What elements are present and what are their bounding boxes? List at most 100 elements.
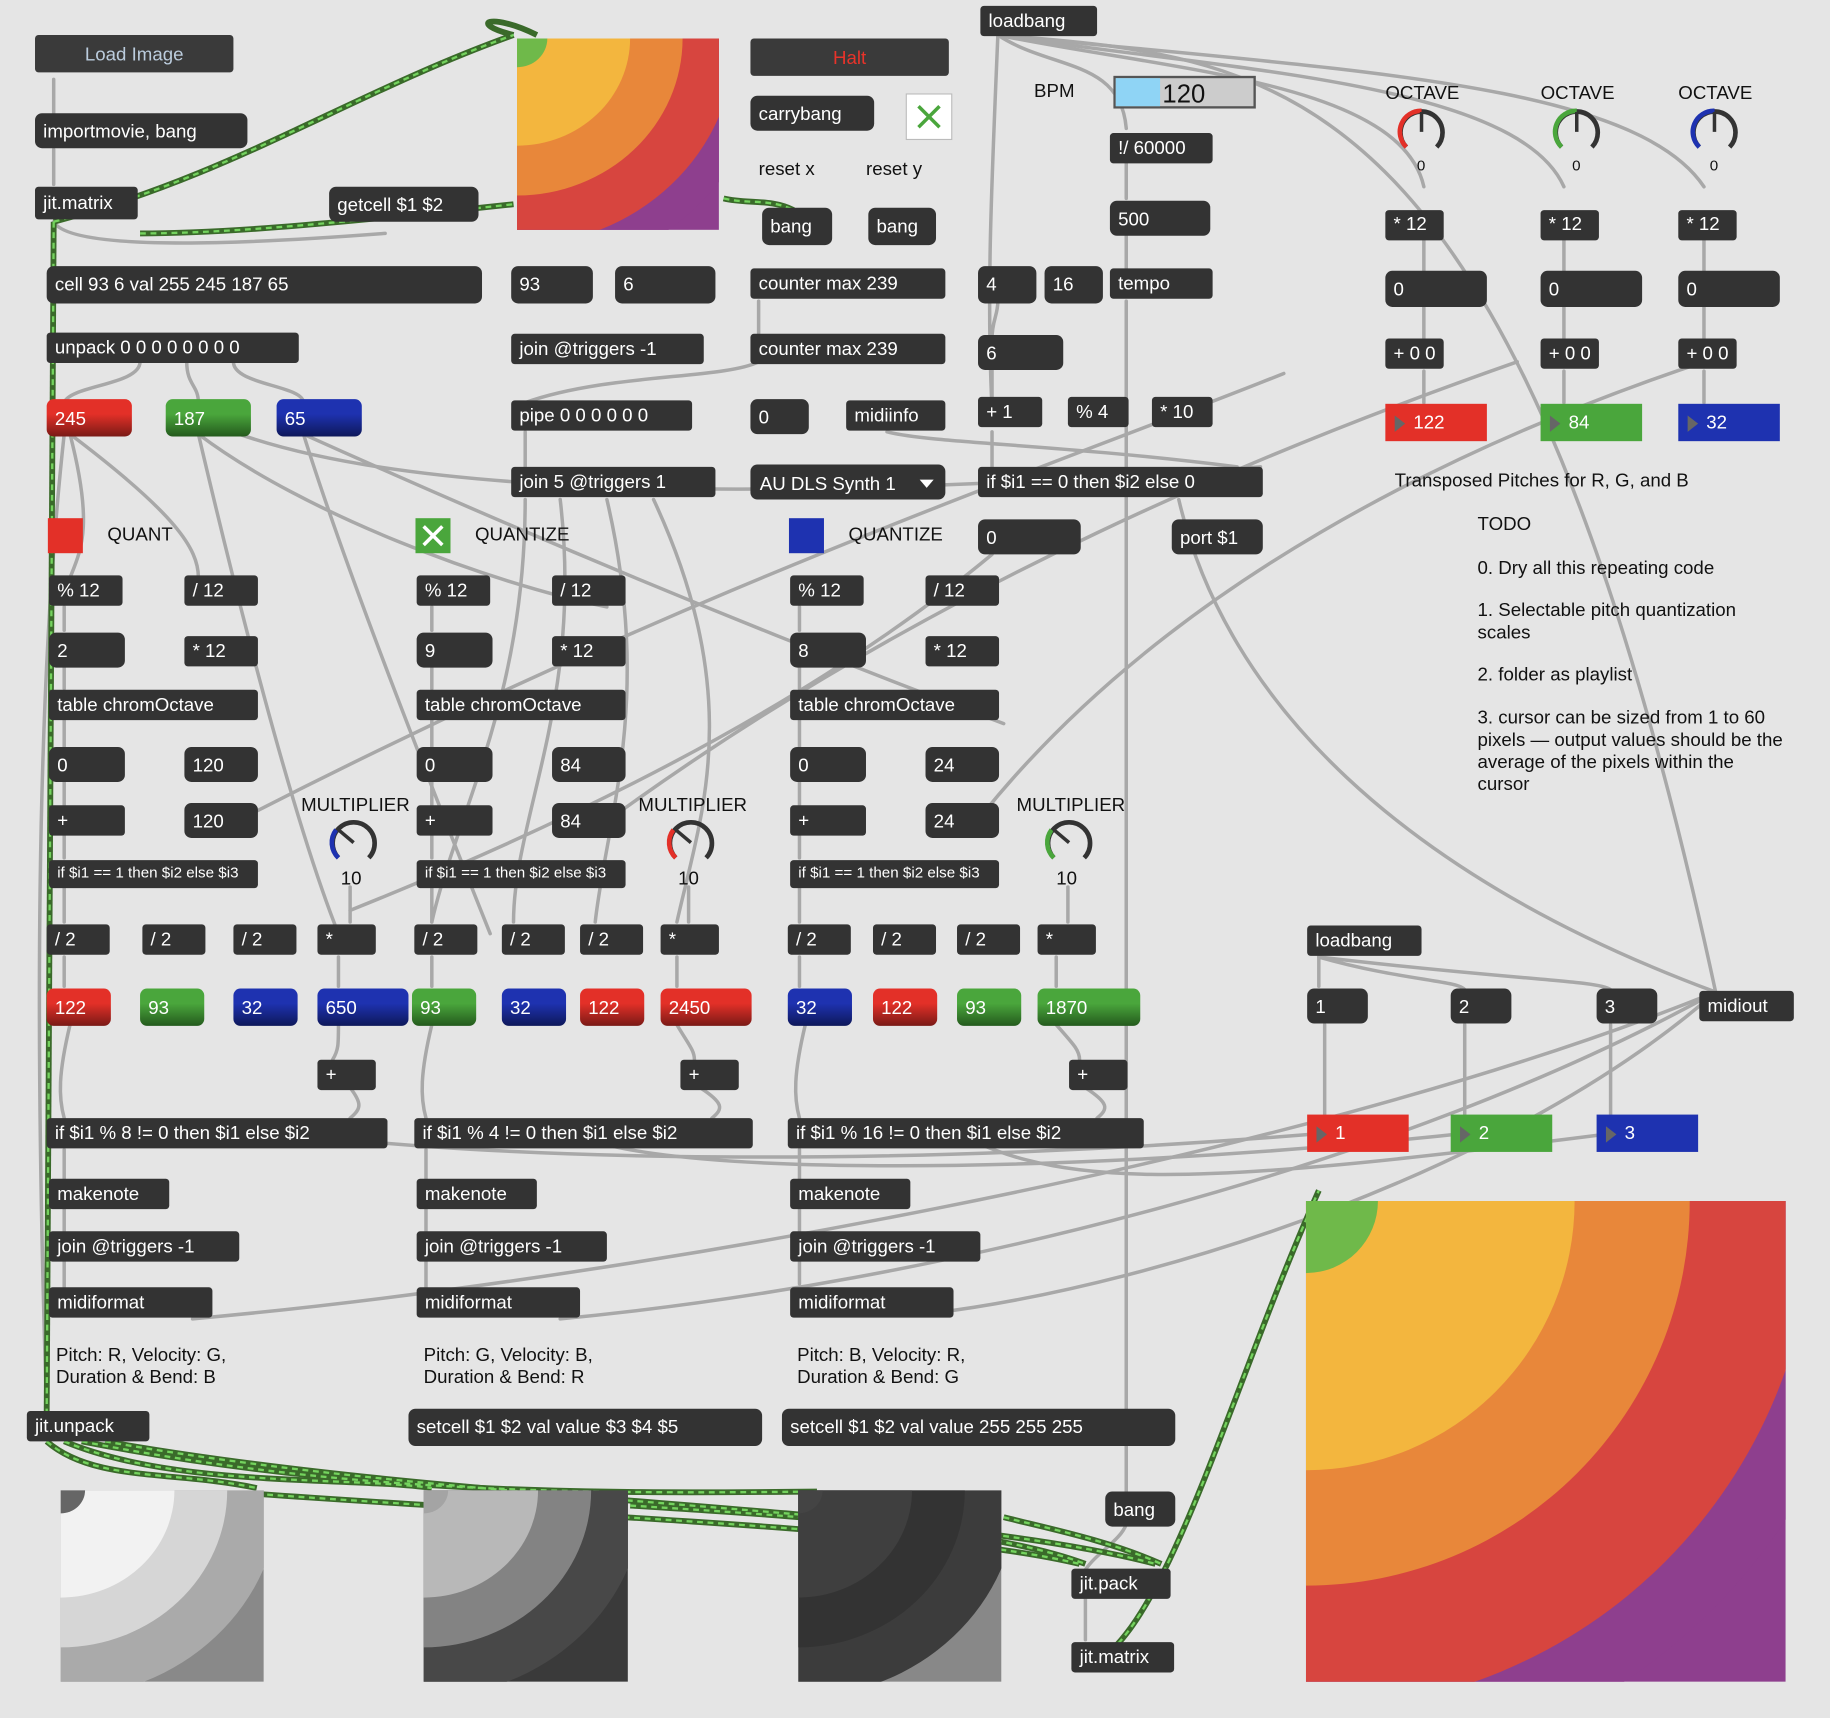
step-number[interactable]: 6 [978,334,1064,370]
multiplier-dial[interactable] [662,813,720,871]
bpm-number[interactable]: 120 [1113,75,1256,109]
times12-object[interactable]: * 12 [925,636,1000,667]
mod4-object[interactable]: % 4 [1067,396,1129,428]
midiformat-object[interactable]: midiformat [49,1287,213,1318]
x-number[interactable]: 93 [511,266,593,304]
rgb-component-number[interactable]: 245 [46,399,132,437]
octave-dial[interactable] [1685,103,1743,161]
ms-number[interactable]: 500 [1109,200,1211,236]
if-quantize-object[interactable]: if $i1 == 1 then $i2 else $i3 [49,860,258,889]
rgb-component-number[interactable]: 187 [165,399,251,437]
midiformat-object[interactable]: midiformat [790,1287,954,1318]
voice-value-number[interactable]: 32 [501,988,567,1026]
midiout-object[interactable]: midiout [1699,990,1794,1022]
join-triggers-object[interactable]: join @triggers -1 [790,1231,981,1262]
table-chromoctave-object[interactable]: table chromOctave [49,689,258,721]
transposed-pitch-number[interactable]: 32 [1678,403,1780,442]
synth-dropdown[interactable]: AU DLS Synth 1 [750,464,946,500]
octave-plus-object[interactable]: + 0 0 [1385,338,1444,369]
table-chromoctave-object[interactable]: table chromOctave [416,689,626,721]
div2-object[interactable]: / 2 [872,924,937,955]
jit-pack-object[interactable]: jit.pack [1071,1568,1171,1599]
join-triggers-object[interactable]: join @triggers -1 [511,333,704,365]
div12-object[interactable]: / 12 [925,575,1000,606]
midiformat-object[interactable]: midiformat [416,1287,581,1318]
join-triggers-object[interactable]: join @triggers -1 [49,1231,240,1262]
midi-index-number[interactable]: 0 [750,399,809,435]
counter-x-object[interactable]: counter max 239 [750,268,946,299]
transposed-pitch-number[interactable]: 122 [1385,403,1487,442]
running-toggle[interactable] [905,93,953,141]
tempo-object[interactable]: tempo [1109,268,1213,299]
load-image-button[interactable]: Load Image [35,35,234,73]
div2-object[interactable]: / 2 [414,924,478,955]
times-object[interactable]: * [317,924,376,955]
times12-object[interactable]: * 12 [184,636,258,667]
transposed-pitch-number[interactable]: 84 [1540,403,1643,442]
halt-button[interactable]: Halt [750,38,949,76]
mod12-object[interactable]: % 12 [49,575,123,606]
voice-value-number[interactable]: 650 [317,988,409,1026]
clear-bang-message[interactable]: bang [1105,1491,1176,1527]
multiplier-dial[interactable] [1040,813,1098,871]
pitch-class-number[interactable]: 2 [49,632,125,668]
makenote-object[interactable]: makenote [49,1178,170,1210]
channel-1-message[interactable]: 1 [1307,988,1368,1024]
octave-dial[interactable] [1548,103,1606,161]
rgb-component-number[interactable]: 65 [276,399,362,437]
table-out-number[interactable]: 0 [49,746,125,782]
mod12-object[interactable]: % 12 [416,575,491,606]
octave-times12-object[interactable]: * 12 [1540,210,1599,241]
makenote-object[interactable]: makenote [416,1178,537,1210]
table-out-number[interactable]: 0 [790,746,866,782]
quantize-toggle[interactable] [47,518,83,554]
voice-value-number[interactable]: 93 [957,988,1022,1026]
div12-object[interactable]: / 12 [552,575,626,606]
jit-matrix-out-object[interactable]: jit.matrix [1071,1642,1175,1673]
jit-unpack-object[interactable]: jit.unpack [26,1411,150,1442]
div2-object[interactable]: / 2 [142,924,206,955]
octave-plus-object[interactable]: + 0 0 [1540,338,1599,369]
div12-object[interactable]: / 12 [184,575,258,606]
voice-value-number[interactable]: 32 [787,988,852,1026]
loadbang-channel-object[interactable]: loadbang [1307,925,1422,956]
octave-dial[interactable] [1392,103,1450,161]
table-out-number[interactable]: 0 [416,746,493,782]
octave-plus-object[interactable]: + 0 0 [1678,338,1737,369]
octave-number[interactable]: 0 [1385,270,1487,307]
octave-out-number[interactable]: 84 [552,746,626,782]
times-object[interactable]: * [660,924,719,955]
div2-object[interactable]: / 2 [46,924,110,955]
port-message[interactable]: port $1 [1171,519,1263,555]
midiinfo-object[interactable]: midiinfo [846,400,946,431]
pitch-class-number[interactable]: 8 [790,632,866,668]
plus1-object[interactable]: + 1 [978,396,1043,428]
setcell-white-message[interactable]: setcell $1 $2 val value 255 255 255 [781,1408,1176,1447]
channel-out-number[interactable]: 1 [1307,1114,1409,1152]
loadbang-object[interactable]: loadbang [980,5,1098,37]
modulo-gate-object[interactable]: if $i1 % 8 != 0 then $i1 else $i2 [46,1118,388,1149]
octave-out-number[interactable]: 24 [925,746,1000,782]
quantize-toggle[interactable] [788,518,824,554]
octave-times12-object[interactable]: * 12 [1678,210,1737,241]
modulo-gate-object[interactable]: if $i1 % 16 != 0 then $i1 else $i2 [787,1118,1144,1149]
four-number[interactable]: 4 [978,266,1037,304]
octave-number[interactable]: 0 [1540,270,1643,307]
counter-y-object[interactable]: counter max 239 [750,333,946,365]
unpack-object[interactable]: unpack 0 0 0 0 0 0 0 0 [46,332,299,363]
plus-bend-object[interactable]: + [1069,1059,1128,1091]
port-number[interactable]: 0 [978,519,1081,555]
if-port-object[interactable]: if $i1 == 0 then $i2 else 0 [978,466,1263,498]
times-object[interactable]: * [1037,924,1096,955]
multiplier-dial[interactable] [324,813,382,871]
y-number[interactable]: 6 [615,266,716,304]
voice-value-number[interactable]: 122 [46,988,111,1026]
div2-object[interactable]: / 2 [957,924,1021,955]
octave-out-number[interactable]: 120 [184,746,258,782]
div2-object[interactable]: / 2 [233,924,297,955]
channel-out-number[interactable]: 2 [1450,1114,1553,1152]
quantize-toggle[interactable] [415,518,451,554]
voice-value-number[interactable]: 122 [580,988,645,1026]
times12-object[interactable]: * 12 [552,636,626,667]
channel-3-message[interactable]: 3 [1596,988,1658,1024]
